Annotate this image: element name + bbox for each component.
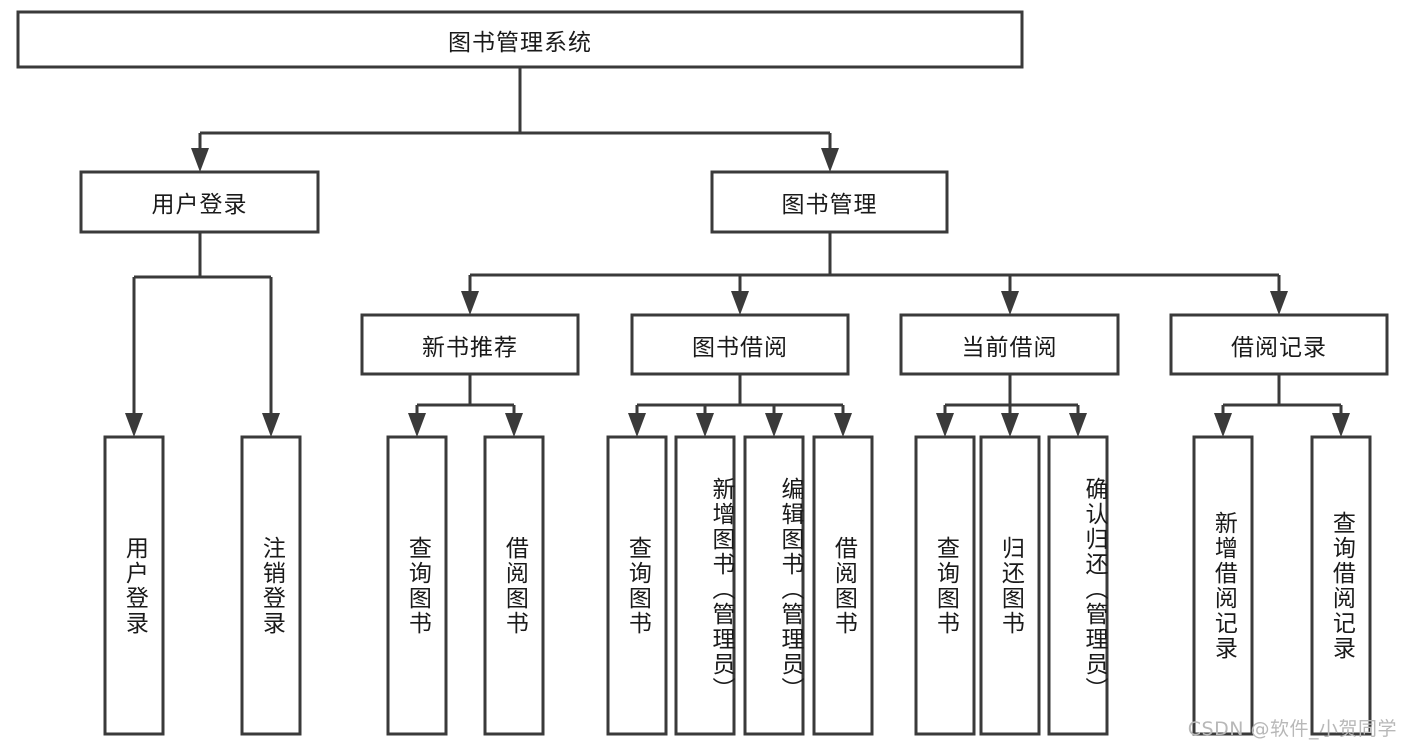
arrow-to-leaf-logout: [262, 413, 280, 437]
leaf-box-query-record[interactable]: [1310, 435, 1372, 736]
node-box-book-manage[interactable]: [710, 170, 949, 234]
connector-layer: [125, 67, 1350, 437]
leaf-box-query-book-3[interactable]: [914, 435, 976, 736]
arrow-to-leaf-query-book-3: [936, 413, 954, 437]
leaf-box-return-book[interactable]: [979, 435, 1041, 736]
node-box-borrow-record[interactable]: [1169, 313, 1389, 376]
arrow-to-leaf-query-record: [1332, 413, 1350, 437]
node-box-book-borrow[interactable]: [630, 313, 850, 376]
arrow-to-leaf-edit-book: [765, 413, 783, 437]
node-layer: [16, 10, 1389, 736]
leaf-box-borrow-book-2[interactable]: [812, 435, 874, 736]
connector-borrow-record-bus: [1221, 374, 1343, 425]
leaf-box-add-record[interactable]: [1192, 435, 1254, 736]
arrow-to-new-book-recommend: [461, 291, 479, 315]
leaf-box-logout[interactable]: [240, 435, 302, 736]
arrow-to-leaf-borrow-book-1: [505, 413, 523, 437]
leaf-box-query-book-1[interactable]: [386, 435, 448, 736]
arrow-to-user-login: [191, 148, 209, 172]
leaf-box-query-book-2[interactable]: [606, 435, 668, 736]
connector-book-manage-bus: [468, 232, 1281, 303]
leaf-box-add-book[interactable]: [674, 435, 736, 736]
arrow-to-book-borrow: [731, 291, 749, 315]
leaf-box-edit-book[interactable]: [743, 435, 805, 736]
connector-new-book-recommend-bus: [415, 374, 516, 425]
node-box-current-borrow[interactable]: [899, 313, 1120, 376]
arrow-to-leaf-confirm-return: [1069, 413, 1087, 437]
leaf-box-confirm-return[interactable]: [1047, 435, 1109, 736]
arrow-to-leaf-return-book: [1001, 413, 1019, 437]
node-box-new-book-recommend[interactable]: [360, 313, 580, 376]
node-box-user-login[interactable]: [79, 170, 320, 234]
arrow-to-current-borrow: [1001, 291, 1019, 315]
arrow-to-leaf-add-book: [696, 413, 714, 437]
arrow-to-borrow-record: [1270, 291, 1288, 315]
connector-user-login-bus: [132, 232, 273, 425]
connector-book-borrow-bus: [635, 374, 845, 425]
arrow-to-book-manage: [821, 148, 839, 172]
arrow-to-leaf-query-book-1: [408, 413, 426, 437]
node-box-root[interactable]: [16, 10, 1024, 69]
connector-root-to-level2: [198, 67, 832, 160]
arrow-to-leaf-add-record: [1214, 413, 1232, 437]
watermark: CSDN @软件_小贺同学: [1187, 718, 1397, 740]
arrow-to-leaf-borrow-book-2: [834, 413, 852, 437]
leaf-box-user-login[interactable]: [103, 435, 165, 736]
arrow-to-leaf-user-login: [125, 413, 143, 437]
leaf-box-borrow-book-1[interactable]: [483, 435, 545, 736]
arrow-to-leaf-query-book-2: [628, 413, 646, 437]
